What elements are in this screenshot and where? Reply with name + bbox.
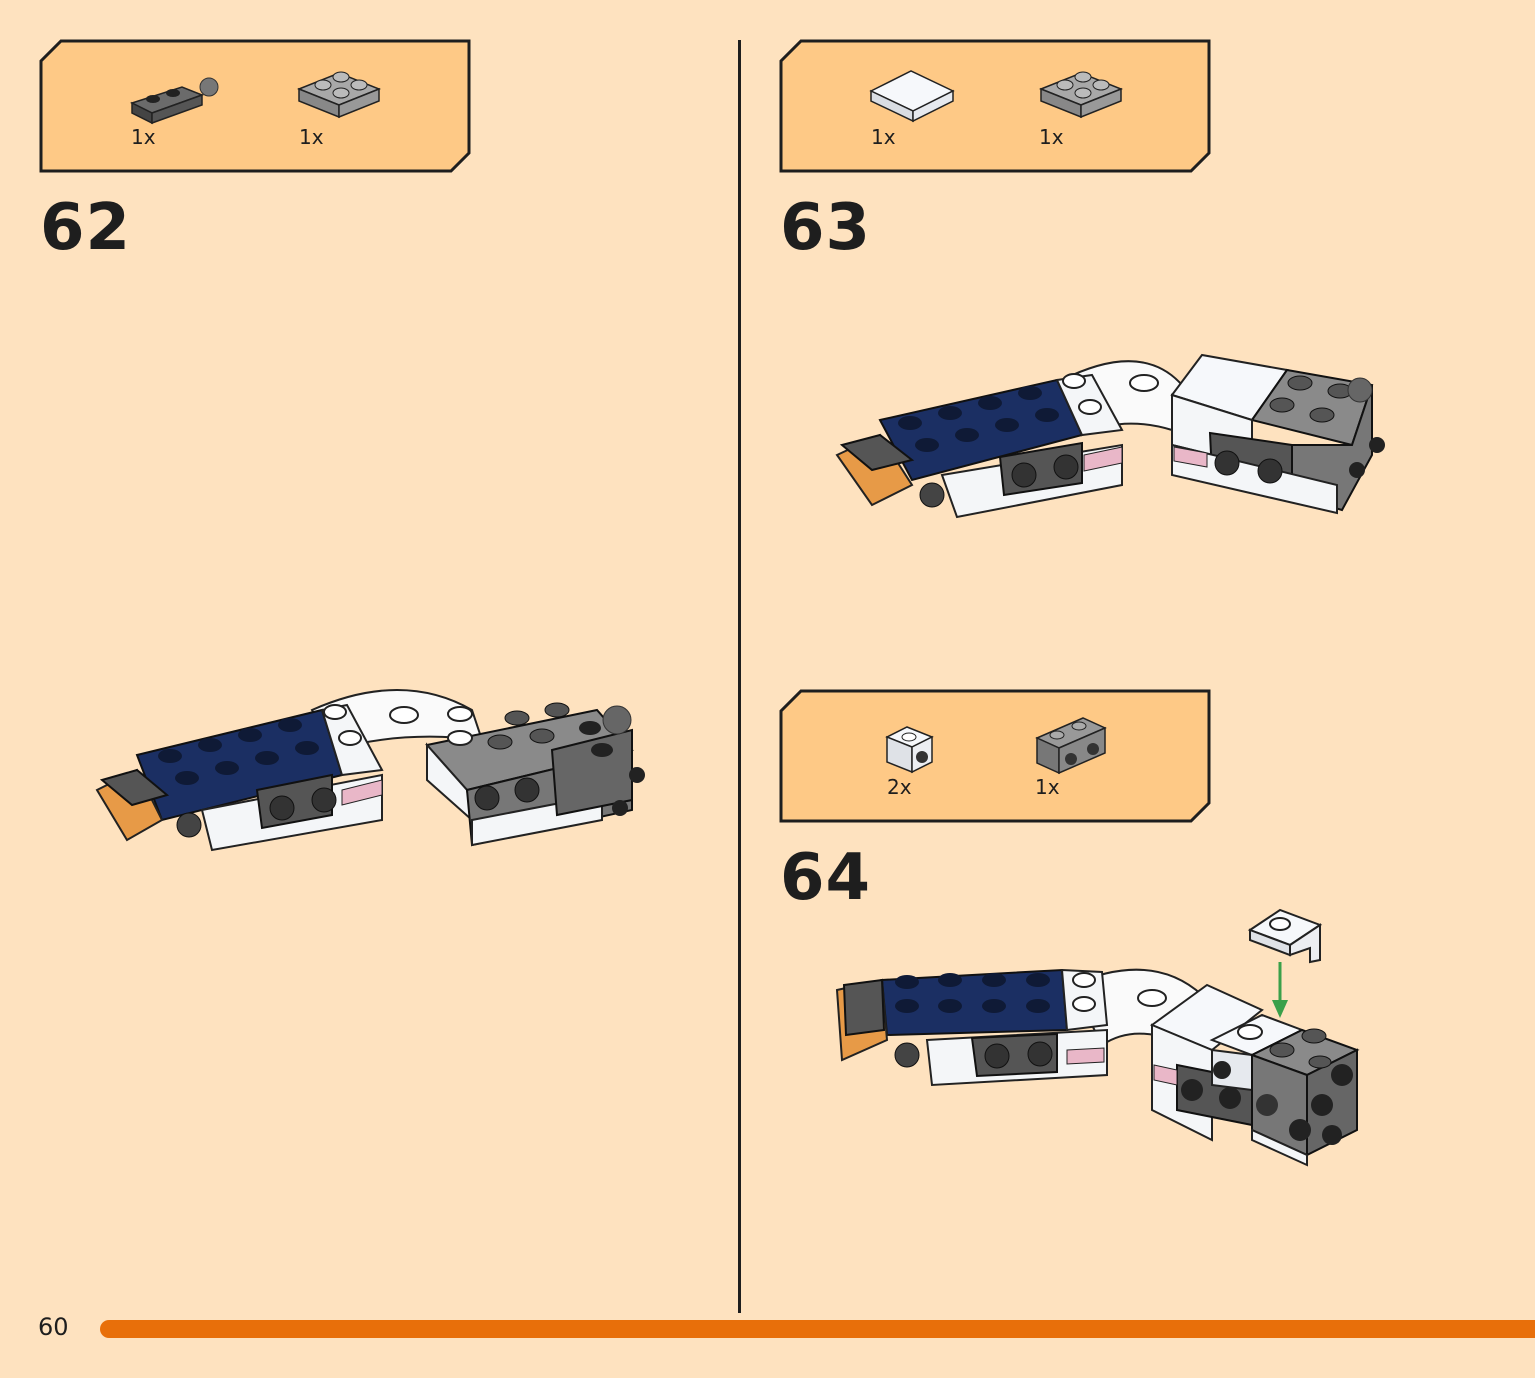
dark-gray-plate-with-ball-icon	[130, 77, 219, 125]
part-count: 1x	[1039, 125, 1064, 149]
parts-box-step-63: 1x 1x	[779, 39, 1211, 173]
page-divider	[738, 40, 741, 1313]
part-count: 1x	[131, 125, 156, 149]
model-step-62	[95, 689, 645, 852]
part-count: 1x	[299, 125, 324, 149]
gray-bracket-1x2-icon	[1035, 717, 1107, 775]
step-number: 62	[40, 191, 132, 265]
white-bracket-1x1-icon	[885, 726, 934, 774]
step-number: 64	[780, 841, 872, 915]
gray-2x2-plate-icon	[1038, 71, 1124, 119]
gray-2x2-plate-icon	[296, 71, 382, 119]
page-number: 60	[38, 1313, 69, 1341]
part-count: 1x	[1035, 775, 1060, 799]
model-step-63	[835, 353, 1385, 519]
arrow-down-icon	[1272, 962, 1288, 1018]
white-2x2-tile-icon	[869, 70, 955, 123]
white-bracket-piece	[1247, 908, 1323, 964]
part-count: 1x	[871, 125, 896, 149]
model-step-64	[835, 908, 1360, 1167]
page-progress-bar	[100, 1320, 1535, 1338]
part-count: 2x	[887, 775, 912, 799]
parts-box-step-62: 1x 1x	[39, 39, 471, 173]
parts-box-step-64: 2x 1x	[779, 689, 1211, 823]
step-number: 63	[780, 191, 872, 265]
